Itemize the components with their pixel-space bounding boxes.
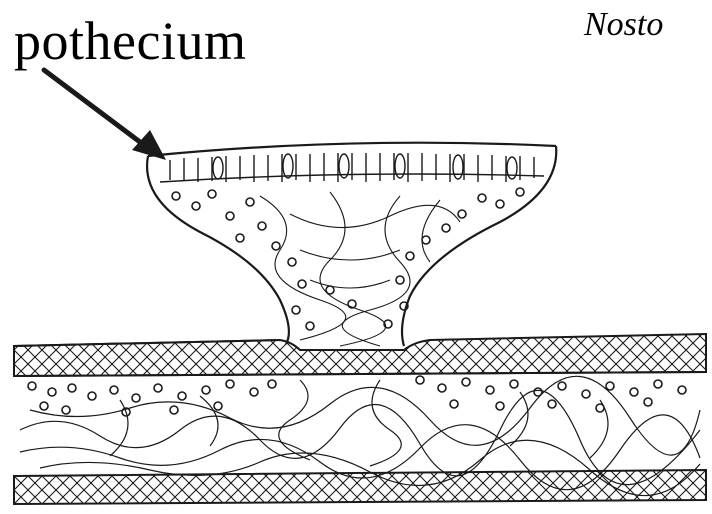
upper-cortex [14,334,706,376]
pointer-arrow [44,70,166,160]
cup-algal-cells [172,188,524,330]
hymenium-layer [160,153,544,182]
